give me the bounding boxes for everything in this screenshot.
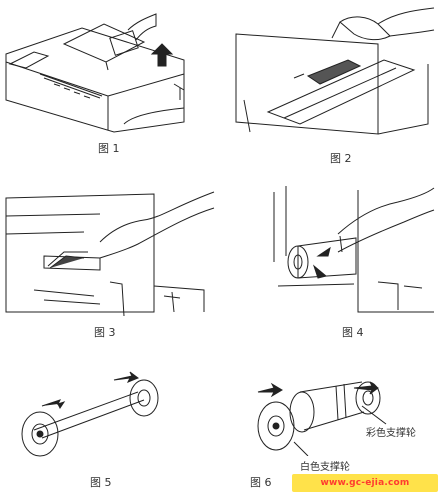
figure-6-illustration — [250, 372, 400, 456]
figure-4-illustration — [228, 186, 436, 318]
figure-2-illustration — [228, 4, 436, 144]
figure-5-caption: 图 5 — [90, 476, 112, 489]
figure-1-illustration — [4, 4, 216, 134]
color-roller-label: 彩色支撑轮 — [366, 428, 416, 439]
figure-3-illustration — [4, 186, 216, 316]
figure-4-caption: 图 4 — [342, 326, 364, 339]
figure-3-caption: 图 3 — [94, 326, 116, 339]
white-roller-label: 白色支撑轮 — [300, 462, 350, 473]
watermark-banner: www.gc-ejia.com — [292, 474, 438, 492]
figure-5-illustration — [4, 366, 204, 458]
figure-2-caption: 图 2 — [330, 152, 352, 165]
figure-1-caption: 图 1 — [98, 142, 120, 155]
figure-6-caption: 图 6 — [250, 476, 272, 489]
